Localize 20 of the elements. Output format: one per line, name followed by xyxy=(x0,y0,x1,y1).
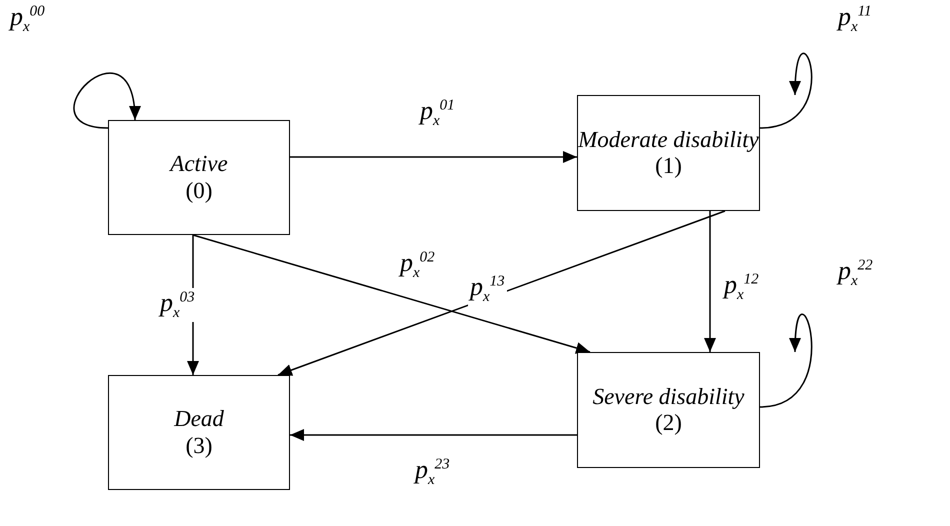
state-number: (2) xyxy=(655,410,682,436)
state-box xyxy=(108,375,290,490)
arrow xyxy=(74,72,140,129)
state-box xyxy=(577,352,760,468)
arrow xyxy=(290,429,577,441)
arrow xyxy=(290,151,577,163)
state-number: (3) xyxy=(186,432,212,459)
state-box xyxy=(108,120,290,235)
state-box xyxy=(577,95,760,211)
state-number: (0) xyxy=(186,178,212,204)
state-name: Dead xyxy=(174,406,224,432)
arrow xyxy=(278,210,726,376)
arrow xyxy=(192,234,590,354)
state-name: Moderate disability xyxy=(578,126,759,153)
arrow xyxy=(760,53,812,129)
state-name: Active xyxy=(170,151,228,178)
state-number: (1) xyxy=(655,153,682,180)
arrow xyxy=(704,211,716,352)
state-name: Severe disability xyxy=(592,384,744,410)
arrow xyxy=(760,314,812,408)
